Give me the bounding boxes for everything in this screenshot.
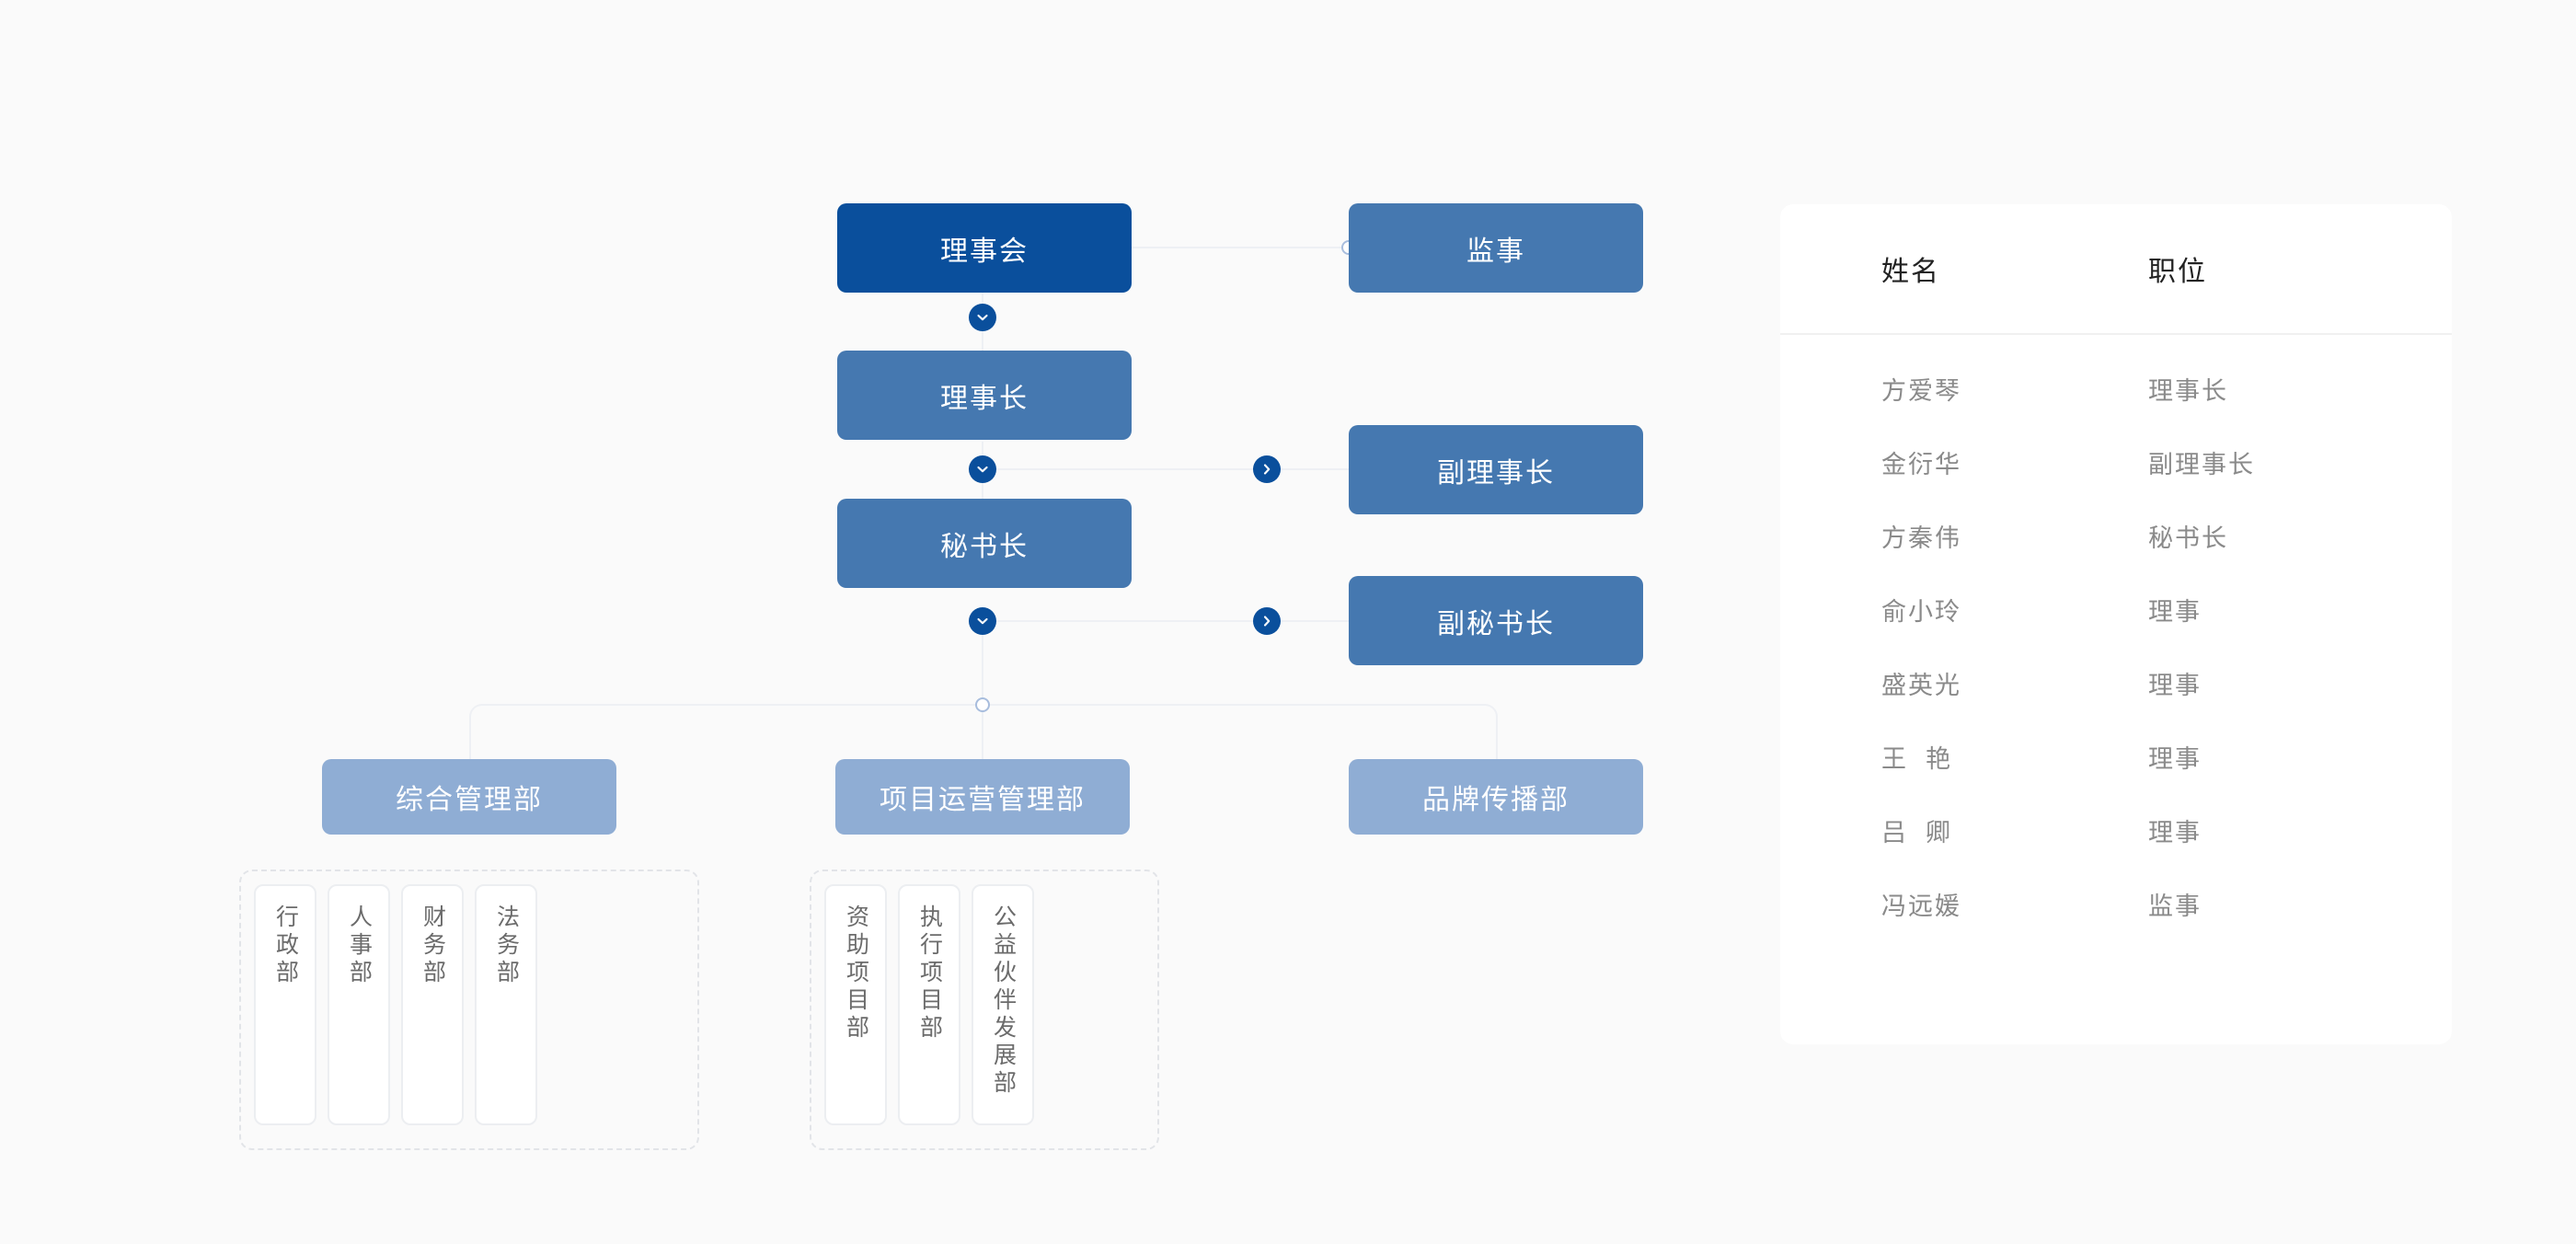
node-supervisor[interactable]: 监事 bbox=[1349, 203, 1643, 293]
sub-card-1-1-label: 执行项目部 bbox=[916, 904, 943, 1042]
node-secretary-general-label: 秘书长 bbox=[940, 531, 1029, 562]
table-row[interactable]: 盛英光 理事 bbox=[1780, 646, 2452, 720]
node-department-0-label: 综合管理部 bbox=[396, 785, 543, 815]
node-vice-chairman-label: 副理事长 bbox=[1437, 457, 1555, 489]
sub-card-0-3[interactable]: 法务部 bbox=[475, 884, 537, 1125]
hollow-circle-icon-branch[interactable] bbox=[975, 697, 990, 712]
cell-name: 金衍华 bbox=[1881, 450, 1961, 478]
sub-card-1-2-label: 公益伙伴发展部 bbox=[990, 904, 1017, 1098]
column-header-name: 姓名 bbox=[1881, 257, 1940, 287]
node-board[interactable]: 理事会 bbox=[837, 203, 1132, 293]
table-row[interactable]: 方爱琴 理事长 bbox=[1780, 351, 2452, 425]
sub-card-1-0[interactable]: 资助项目部 bbox=[824, 884, 887, 1125]
cell-role: 监事 bbox=[2148, 892, 2202, 920]
cell-role: 秘书长 bbox=[2148, 524, 2228, 552]
sub-group-project-operations: 资助项目部 执行项目部 公益伙伴发展部 bbox=[810, 870, 1159, 1150]
connector-chairman-to-vice bbox=[982, 468, 1350, 470]
cell-name: 冯远媛 bbox=[1881, 892, 1961, 920]
cell-role: 理事 bbox=[2148, 597, 2202, 626]
node-secretary-general[interactable]: 秘书长 bbox=[837, 499, 1132, 588]
sub-card-0-3-label: 法务部 bbox=[493, 904, 520, 987]
cell-name: 盛英光 bbox=[1881, 671, 1961, 699]
table-header-row: 姓名 职位 bbox=[1780, 204, 2452, 335]
cell-name: 吕 卿 bbox=[1881, 818, 1953, 847]
personnel-table-card: 姓名 职位 方爱琴 理事长 金衍华 副理事长 方秦伟 秘书长 俞小玲 理事 盛英… bbox=[1780, 204, 2452, 1044]
sub-card-0-2-label: 财务部 bbox=[420, 904, 446, 987]
sub-card-0-1[interactable]: 人事部 bbox=[328, 884, 390, 1125]
sub-group-comprehensive-management: 行政部 人事部 财务部 法务部 bbox=[239, 870, 699, 1150]
node-department-1-label: 项目运营管理部 bbox=[880, 785, 1086, 815]
node-chairman[interactable]: 理事长 bbox=[837, 351, 1132, 440]
connector-branch-center-stub bbox=[982, 704, 983, 759]
connector-board-to-supervisor bbox=[1130, 247, 1351, 248]
chevron-right-icon-vice-chairman[interactable] bbox=[1253, 455, 1281, 483]
cell-role: 理事长 bbox=[2148, 376, 2228, 405]
sub-card-1-2[interactable]: 公益伙伴发展部 bbox=[972, 884, 1034, 1125]
cell-role: 理事 bbox=[2148, 744, 2202, 773]
table-row[interactable]: 金衍华 副理事长 bbox=[1780, 425, 2452, 499]
cell-role: 副理事长 bbox=[2148, 450, 2255, 478]
table-row[interactable]: 俞小玲 理事 bbox=[1780, 572, 2452, 646]
column-header-role: 职位 bbox=[2148, 257, 2207, 287]
cell-role: 理事 bbox=[2148, 818, 2202, 847]
cell-name: 王 艳 bbox=[1881, 744, 1953, 773]
chevron-down-icon-secretary[interactable] bbox=[969, 607, 996, 635]
table-header-gap bbox=[1780, 335, 2452, 351]
chevron-right-icon-deputy-secretary[interactable] bbox=[1253, 607, 1281, 635]
cell-name: 方秦伟 bbox=[1881, 524, 1961, 552]
node-department-2[interactable]: 品牌传播部 bbox=[1349, 759, 1643, 835]
node-chairman-label: 理事长 bbox=[940, 383, 1029, 414]
connector-department-branch-bar bbox=[469, 704, 1498, 759]
connector-secretary-to-branch bbox=[982, 607, 983, 708]
sub-card-0-1-label: 人事部 bbox=[346, 904, 373, 987]
sub-card-1-1[interactable]: 执行项目部 bbox=[898, 884, 960, 1125]
connector-chairman-to-secretary bbox=[982, 442, 983, 524]
table-row[interactable]: 王 艳 理事 bbox=[1780, 720, 2452, 793]
node-department-1[interactable]: 项目运营管理部 bbox=[835, 759, 1130, 835]
cell-name: 方爱琴 bbox=[1881, 376, 1961, 405]
node-department-2-label: 品牌传播部 bbox=[1422, 785, 1570, 815]
node-supervisor-label: 监事 bbox=[1466, 236, 1525, 267]
cell-role: 理事 bbox=[2148, 671, 2202, 699]
sub-card-0-0-label: 行政部 bbox=[272, 904, 299, 987]
sub-card-1-0-label: 资助项目部 bbox=[843, 904, 869, 1042]
table-row[interactable]: 方秦伟 秘书长 bbox=[1780, 499, 2452, 572]
sub-card-0-0[interactable]: 行政部 bbox=[254, 884, 316, 1125]
cell-name: 俞小玲 bbox=[1881, 597, 1961, 626]
table-row[interactable]: 吕 卿 理事 bbox=[1780, 793, 2452, 867]
chevron-down-icon-board[interactable] bbox=[969, 304, 996, 331]
connector-secretary-to-deputy bbox=[982, 620, 1350, 622]
node-deputy-secretary-general-label: 副秘书长 bbox=[1437, 608, 1555, 639]
sub-card-0-2[interactable]: 财务部 bbox=[401, 884, 464, 1125]
node-department-0[interactable]: 综合管理部 bbox=[322, 759, 616, 835]
chevron-down-icon-chairman[interactable] bbox=[969, 455, 996, 483]
node-vice-chairman[interactable]: 副理事长 bbox=[1349, 425, 1643, 514]
node-deputy-secretary-general[interactable]: 副秘书长 bbox=[1349, 576, 1643, 665]
node-board-label: 理事会 bbox=[940, 236, 1029, 267]
table-row[interactable]: 冯远媛 监事 bbox=[1780, 867, 2452, 940]
